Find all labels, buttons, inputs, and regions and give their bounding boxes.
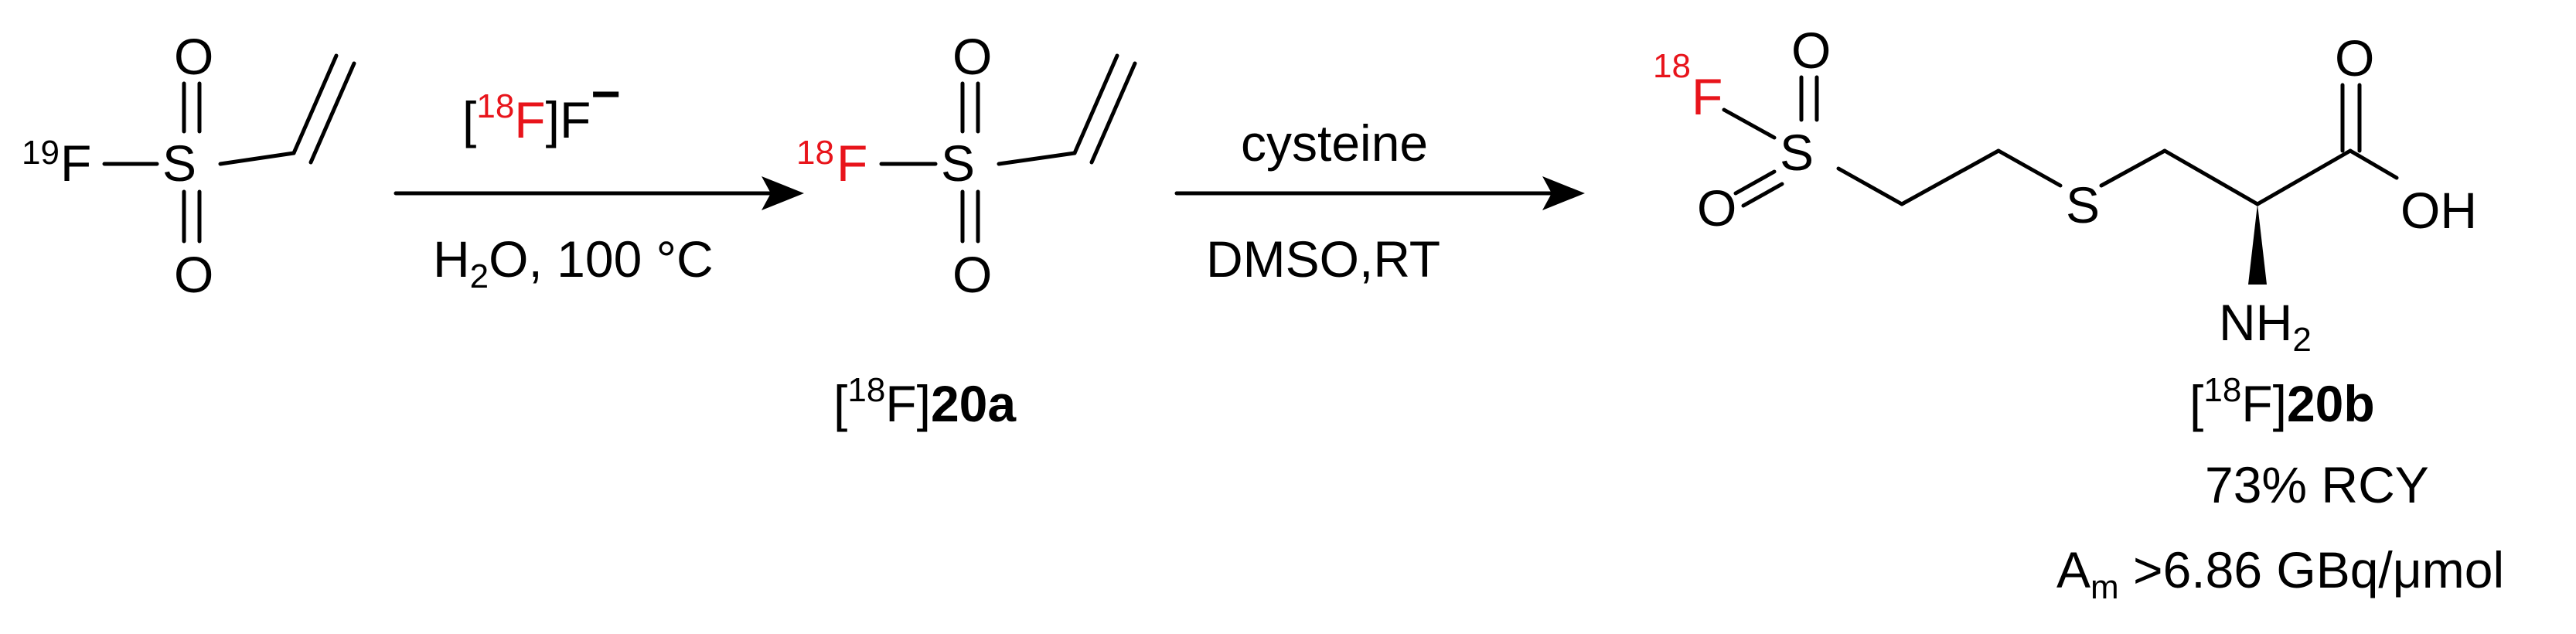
wedge-bond-c-n: [2248, 204, 2267, 285]
step1-charge: −: [591, 65, 621, 122]
bond-ch2-s: [1996, 148, 2063, 188]
bond-calpha-carbonyl: [2255, 148, 2353, 206]
arrow-1-head: [762, 176, 804, 210]
reactant-sulfur: S: [162, 135, 196, 192]
step1-solvent-h: H: [433, 230, 470, 288]
step2-conditions: DMSO,RT: [1206, 230, 1440, 288]
intermediate-fluorine: F: [837, 135, 867, 192]
bond-s-ch2-b: [2099, 148, 2167, 188]
reactant-isotope: 19: [22, 134, 60, 172]
bond-s-o-left-b: [1741, 182, 1784, 208]
product-yield: 73% RCY: [2205, 456, 2429, 513]
reactant-fluorine: F: [60, 135, 91, 192]
intermediate-oxygen-bottom: O: [952, 246, 992, 303]
product-isotope: 18: [1653, 47, 1691, 85]
product-carbonyl-oxygen: O: [2335, 29, 2374, 87]
step1-bracket-open: [: [462, 91, 476, 148]
bond-s-vinyl: [997, 151, 1077, 166]
reactant-molecule: 19 F S O O: [22, 28, 356, 303]
bond-s-ch2: [1836, 166, 1904, 206]
bond-vinyl-b: [308, 61, 356, 165]
bond-c-oh: [2348, 148, 2399, 180]
product-compound-id: 20b: [2287, 375, 2375, 432]
step2-reagent: cysteine: [1241, 114, 1428, 172]
step1-fluorine-red: F: [514, 91, 545, 148]
product-molecule: 18 F S O O S O OH NH2 [18F]20b 73% RCY A…: [1653, 22, 2504, 606]
reaction-arrow-1: [18F]F− H2O, 100 °C: [394, 65, 804, 295]
product-oxygen-top: O: [1791, 22, 1831, 79]
step1-isotope: 18: [476, 87, 514, 125]
bond-vinyl-a: [1072, 53, 1119, 155]
bond-ch2-ch2: [1900, 148, 2001, 206]
step1-solvent-rest: O, 100 °C: [489, 230, 714, 288]
product-thio-sulfur: S: [2066, 176, 2100, 233]
intermediate-compound-id: 20a: [931, 375, 1017, 432]
bond-s-o-left-a: [1733, 169, 1777, 196]
svg-text:H2O, 100 °C: H2O, 100 °C: [433, 230, 714, 295]
reactant-oxygen-top: O: [174, 28, 213, 85]
intermediate-label: [18F]20a: [833, 371, 1017, 432]
bond-ch2-calpha: [2162, 148, 2260, 206]
arrow-2-head: [1542, 176, 1585, 210]
intermediate-isotope: 18: [796, 134, 834, 172]
bond-vinyl-b: [1089, 61, 1137, 165]
product-fluorine: F: [1692, 68, 1722, 125]
svg-text:[18F]F−: [18F]F−: [462, 65, 621, 148]
intermediate-sulfur: S: [941, 135, 975, 192]
bond-vinyl-a: [291, 53, 339, 155]
product-label: [18F]20b: [2189, 371, 2375, 432]
product-sulfonyl-sulfur: S: [1780, 124, 1814, 181]
reaction-arrow-2: cysteine DMSO,RT: [1174, 114, 1585, 288]
product-amine: NH2: [2219, 294, 2312, 359]
intermediate-molecule: 18 F S O O [18F]20a: [796, 28, 1137, 432]
bond-s-vinyl: [218, 151, 296, 166]
reactant-oxygen-bottom: O: [174, 246, 213, 303]
bond-f-s: [1722, 107, 1777, 140]
step1-bracket-close: ]F: [546, 91, 591, 148]
product-oxygen-left: O: [1697, 179, 1736, 237]
product-hydroxyl: OH: [2401, 182, 2477, 239]
step1-solvent-sub: 2: [470, 257, 489, 295]
product-molar-activity: Am >6.86 GBq/μmol: [2056, 541, 2504, 606]
intermediate-oxygen-top: O: [952, 28, 992, 85]
